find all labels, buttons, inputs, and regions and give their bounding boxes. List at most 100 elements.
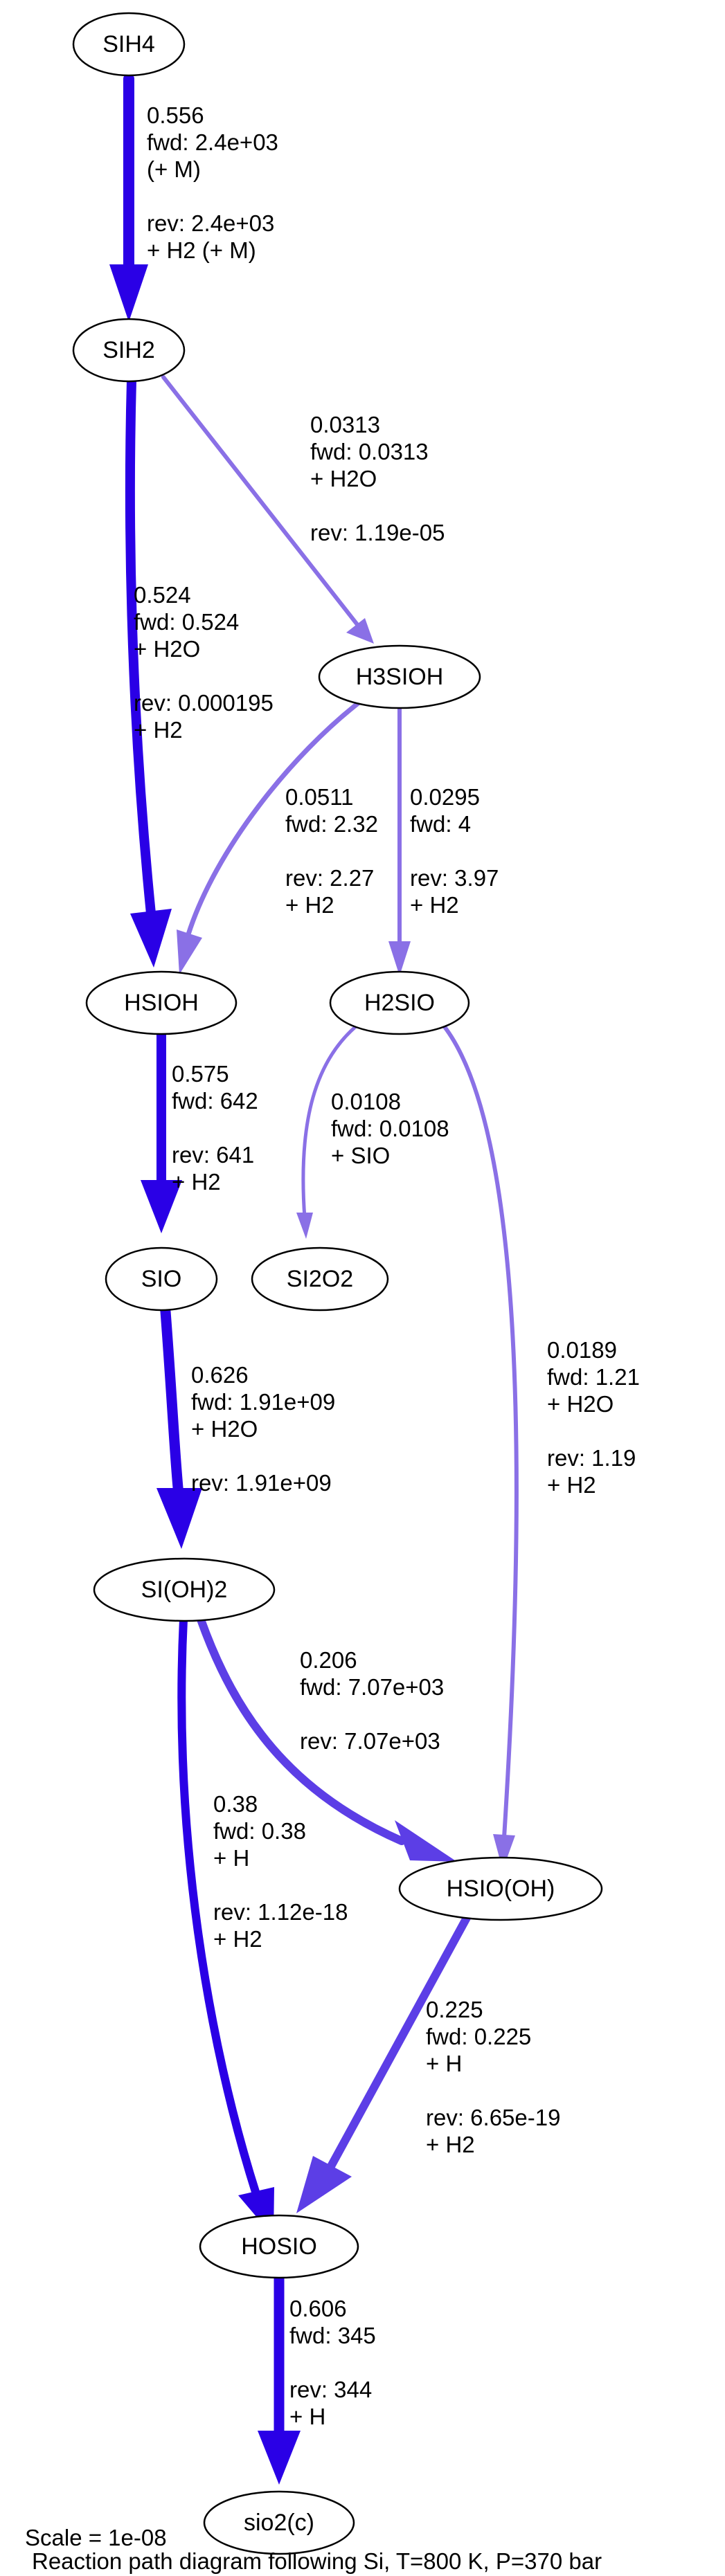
edge-label-line: + H2O [310,466,377,491]
node-hsiooh: HSIO(OH) [398,1856,603,1921]
diagram-footer: Scale = 1e-08 Reaction path diagram foll… [25,2525,602,2574]
edge-label-line: rev: 641 [172,1142,254,1168]
edge-line [186,696,366,937]
nodes: SIH4 SIH2 H3SIOH HSIOH H2SIO SIO SI2O2 [72,12,603,2555]
edge-label-line [426,2078,432,2103]
edge-arrowhead [156,1488,202,1549]
edge-arrowhead [109,264,148,322]
edge-label-line: fwd: 2.4e+03 [147,129,278,155]
edge-label-line: rev: 1.12e-18 [213,1899,348,1925]
node-h2sio: H2SIO [329,970,470,1035]
edge-label-line [147,183,153,209]
edge-label-line: 0.38 [213,1791,258,1817]
edge-line [161,375,361,628]
edge-label-line: fwd: 642 [172,1088,258,1114]
edge-sih2-hsioh [125,376,172,968]
edge-label-line: fwd: 0.225 [426,2024,531,2049]
edge-label-line: + H2 (+ M) [147,237,256,263]
edge-label-line [410,838,416,864]
edge-label-line [289,2350,296,2375]
edge-sio-sioh2 [156,1297,202,1549]
edge-label-line: + H2O [547,1391,614,1417]
edge-label-line: fwd: 345 [289,2323,376,2348]
edge-label-line: fwd: 7.07e+03 [300,1674,444,1700]
edge-label-line: 0.556 [147,102,204,128]
edge-label-line: rev: 2.27 [285,865,374,891]
node-label: HOSIO [241,2233,317,2260]
node-sih2: SIH2 [72,318,186,383]
edge-label-line: 0.606 [289,2296,347,2321]
node-sio: SIO [105,1246,218,1312]
edge-h3sioh-hsioh [177,696,366,974]
edge-sih4-sih2 [109,73,148,322]
edge-label-line: + H2 [547,1472,596,1498]
node-label: H2SIO [364,990,435,1016]
edge-label-line: rev: 1.19e-05 [310,520,445,545]
edge-label-line: fwd: 0.38 [213,1818,306,1844]
edge-sih2-h3sioh [161,375,374,644]
edge-label-line: (+ M) [147,156,201,182]
edge-label-line [300,1701,306,1727]
edge-line [177,1615,260,2198]
edge-label-line: 0.0313 [310,412,380,437]
edge-label-line: 0.626 [191,1362,249,1388]
edge-label-line: fwd: 4 [410,811,471,837]
edge-label-line: fwd: 0.0313 [310,439,429,464]
edge-label-line [191,1443,197,1469]
edge-label-line [213,1872,220,1898]
node-sioh2: SI(OH)2 [93,1557,276,1622]
edge-arrowhead [296,1213,313,1239]
edge-arrowhead [346,618,374,644]
edge-line [125,376,156,918]
edge-sioh2-hsiooh [197,1615,457,1862]
node-hsioh: HSIOH [85,970,238,1035]
edge-label-line: + H2 [410,892,459,918]
edge-label-line [310,493,316,518]
edge-label-line: fwd: 0.0108 [331,1116,449,1141]
node-label: sio2(c) [244,2510,314,2536]
edge-label-line: rev: 6.65e-19 [426,2105,560,2130]
edge-label-line: + H2 [172,1169,221,1195]
node-h3sioh: H3SIOH [318,644,481,709]
edge-label-line: rev: 1.91e+09 [191,1470,332,1496]
edge-line [197,1615,406,1845]
node-sih4: SIH4 [72,12,186,77]
edge-label-line: + H2 [134,717,183,743]
edge-label-line: 0.0295 [410,784,480,810]
edge-hosio-sio2c [258,2268,301,2485]
edge-label-line: + H [289,2404,325,2429]
edge-label-line: + SIO [331,1143,390,1168]
node-label: SI2O2 [287,1266,353,1292]
edge-arrowhead [493,1834,515,1870]
edge-line [438,1019,519,1840]
edge-label-line: rev: 1.19 [547,1445,636,1471]
edge-h2sio-hsiooh [438,1019,519,1870]
edge-label-line: 0.0189 [547,1337,617,1363]
node-label: SI(OH)2 [141,1577,228,1603]
node-label: H3SIOH [356,664,444,690]
edge-label-line: 0.225 [426,1997,483,2022]
node-label: SIH2 [102,337,155,363]
edge-h3sioh-h2sio [388,704,411,976]
edge-arrowhead [177,929,202,974]
edge-label-line: + H [426,2051,462,2076]
scale-label: Scale = 1e-08 [25,2525,167,2550]
edge-arrowhead [258,2431,301,2485]
edge-hsiooh-hosio [296,1906,475,2213]
edge-label-line: rev: 3.97 [410,865,499,891]
edge-label-line: rev: 0.000195 [134,690,274,716]
edge-label-line: 0.575 [172,1061,229,1087]
edge-label-line: fwd: 2.32 [285,811,378,837]
